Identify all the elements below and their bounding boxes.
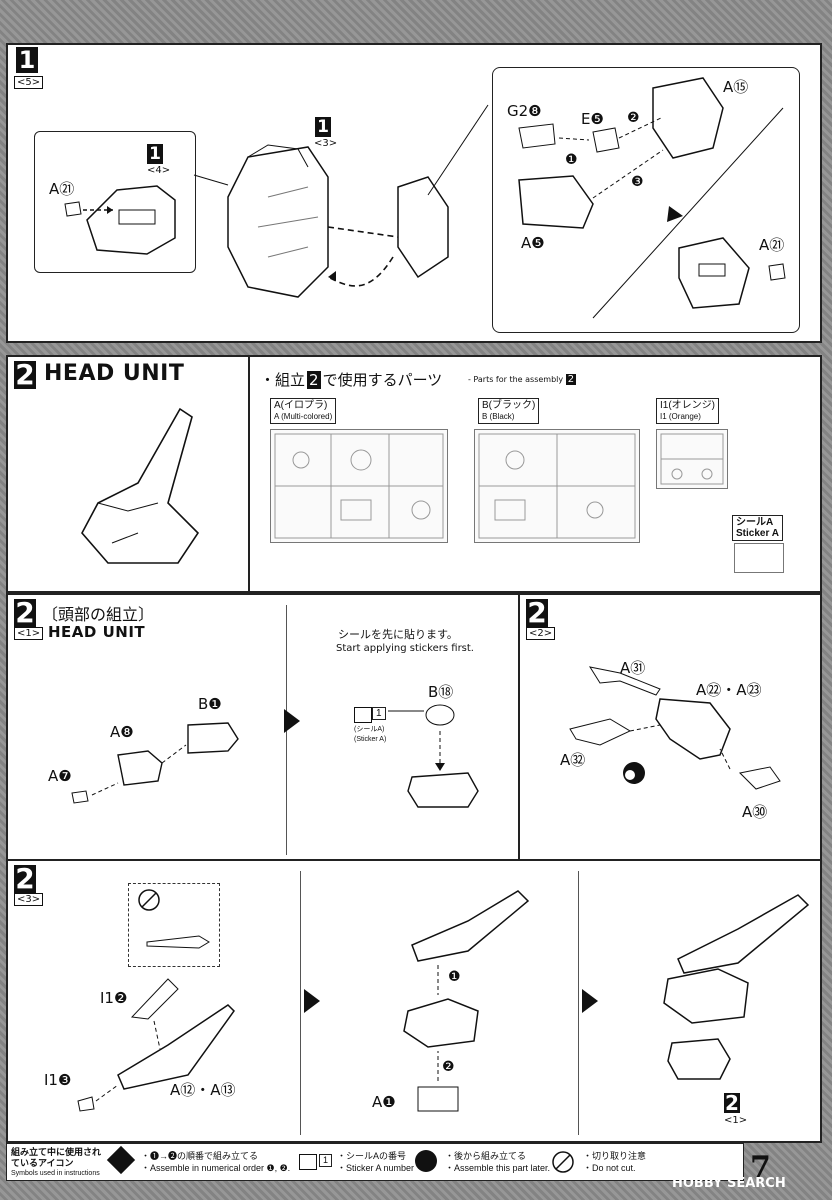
inset-right: G2❽ E❺ A⑮ A❺ A㉑ ❶ ❷ ❸ xyxy=(492,67,800,333)
order-number: ❷ xyxy=(442,1059,455,1075)
next-step-arrow xyxy=(284,709,300,733)
part-label: B❶ xyxy=(198,695,222,713)
parts-heading-en: - Parts for the assembly 2 xyxy=(468,374,577,385)
legend-item-order: ・❶→❷の順番で組み立てる ・Assemble in numerical ord… xyxy=(141,1151,291,1173)
sticker-number: 1 xyxy=(319,1154,333,1167)
part-label: A㉒・A㉓ xyxy=(696,681,762,699)
part-label: A㉜ xyxy=(560,751,586,769)
step-number: 2 xyxy=(14,596,36,629)
sticker-sheet-illustration xyxy=(734,543,784,573)
part-label: A⑮ xyxy=(723,78,749,96)
part-label: A❶ xyxy=(372,1093,396,1111)
order-number: ❸ xyxy=(631,174,644,190)
part-label: E❺ xyxy=(581,110,604,128)
part-label: I1❷ xyxy=(100,989,128,1007)
order-number: ❷ xyxy=(627,110,640,126)
do-not-cut-icon xyxy=(138,889,160,911)
do-not-cut-inset xyxy=(128,883,220,967)
part-label: A㉚ xyxy=(742,803,768,821)
part-label: A㉑ xyxy=(49,180,75,198)
torso-illustration xyxy=(227,144,449,298)
order-number: ❶ xyxy=(565,152,578,168)
armor-part-illustration xyxy=(64,185,176,255)
separator xyxy=(300,871,301,1135)
inset-step-sub: <4> xyxy=(147,165,171,176)
sticker-caption-jp: (シールA) xyxy=(354,726,385,733)
sticker-icon xyxy=(354,707,372,723)
step-number: 2 xyxy=(14,358,36,391)
legend-title: 組み立て中に使用されているアイコン Symbols used in instru… xyxy=(11,1147,102,1177)
next-step-arrow xyxy=(304,989,320,1013)
part-label: A❼ xyxy=(48,767,72,785)
runner-b-illustration xyxy=(474,429,640,543)
assemble-later-icon xyxy=(415,1150,437,1172)
head-crest-join-illustration xyxy=(403,890,530,1112)
sticker-caption-en: (Sticker A) xyxy=(354,736,387,743)
center-step-number: 1 xyxy=(315,117,331,137)
step1-panel: 1 <5> 1 <4> A㉑ 1 <3> G2❽ E❺ A⑮ A❺ A㉑ xyxy=(6,43,822,343)
head-shell-illustration xyxy=(569,666,781,790)
center-step-sub: <3> xyxy=(314,138,338,149)
note-jp: シールを先に貼ります。 xyxy=(338,628,458,641)
section-title: HEAD UNIT xyxy=(48,623,146,641)
order-number: ❶ xyxy=(448,969,461,985)
inset-left: 1 <4> A㉑ xyxy=(34,131,196,273)
step-number: 2 xyxy=(526,596,548,629)
head-base-illustration xyxy=(71,722,239,804)
runner-label-b: B(ブラック) B (Black) xyxy=(478,398,540,424)
final-step-sub: <1> xyxy=(724,1115,748,1126)
next-step-arrow xyxy=(582,989,598,1013)
do-not-cut-icon xyxy=(552,1151,574,1173)
part-label: G2❽ xyxy=(507,102,542,120)
legend-item-sticker: ・シールAの番号 ・Sticker A number xyxy=(337,1151,415,1173)
legend-item-nocut: ・切り取り注意 ・Do not cut. xyxy=(583,1151,647,1173)
completed-head-illustration xyxy=(663,894,810,1080)
step2-2-panel: 2 <2> A㉛ A㉒・A㉓ A㉜ A㉚ xyxy=(518,593,822,861)
note-en: Start applying stickers first. xyxy=(336,643,474,654)
runner-label-a: A(イロプラ) A (Multi-colored) xyxy=(270,398,337,424)
head-base-sticker-illustration xyxy=(388,704,479,808)
runner-a-illustration xyxy=(270,429,448,543)
legend-item-later: ・後から組み立てる ・Assemble this part later. xyxy=(445,1151,551,1173)
part-label: A㉑ xyxy=(759,236,785,254)
step-sub-number: <3> xyxy=(14,893,44,906)
step-number: 1 xyxy=(16,47,38,73)
sticker-number: 1 xyxy=(372,707,386,720)
part-label: I1❸ xyxy=(44,1071,72,1089)
step-sub-number: <2> xyxy=(526,627,556,640)
part-label: A❺ xyxy=(521,234,545,252)
panel-divider xyxy=(248,357,250,591)
jp-title: 〔頭部の組立〕 xyxy=(42,605,155,624)
step-number: 2 xyxy=(14,862,36,895)
icon-legend: 組み立て中に使用されているアイコン Symbols used in instru… xyxy=(6,1143,744,1181)
sticker-label: シールA Sticker A xyxy=(732,515,783,541)
step-sub-number: <1> xyxy=(14,627,44,640)
sticker-icon xyxy=(299,1154,317,1170)
step-sub-number: <5> xyxy=(14,76,44,89)
runner-i1-illustration xyxy=(656,429,728,489)
page-number: 7 xyxy=(750,1150,771,1185)
step2-3-panel: 2 <3> I1❷ I1❸ A⑫・A⑬ ❶ ❷ A❶ 2 <1> xyxy=(6,859,822,1143)
separator xyxy=(578,871,579,1135)
head-crest-illustration xyxy=(81,407,200,564)
order-icon xyxy=(106,1145,136,1175)
part-sprue-illustration xyxy=(146,935,210,949)
part-label: A⑫・A⑬ xyxy=(170,1081,236,1099)
inset-step-number: 1 xyxy=(147,144,163,164)
connector-lines xyxy=(193,104,489,196)
crest-assembly-illustration xyxy=(77,978,235,1112)
sub-assembly-illustration xyxy=(518,77,786,319)
step2-1-panel: 2 <1> 〔頭部の組立〕 HEAD UNIT B❶ A❽ A❼ シールを先に貼… xyxy=(6,593,520,861)
section-title: HEAD UNIT xyxy=(44,361,185,386)
watermark: HOBBY SEARCH xyxy=(672,1176,786,1191)
part-label: A❽ xyxy=(110,723,134,741)
part-label: B⑱ xyxy=(428,683,454,701)
runner-label-i1: I1(オレンジ) I1 (Orange) xyxy=(656,398,719,424)
part-label: A㉛ xyxy=(620,659,646,677)
final-step-number: 2 xyxy=(724,1091,740,1115)
